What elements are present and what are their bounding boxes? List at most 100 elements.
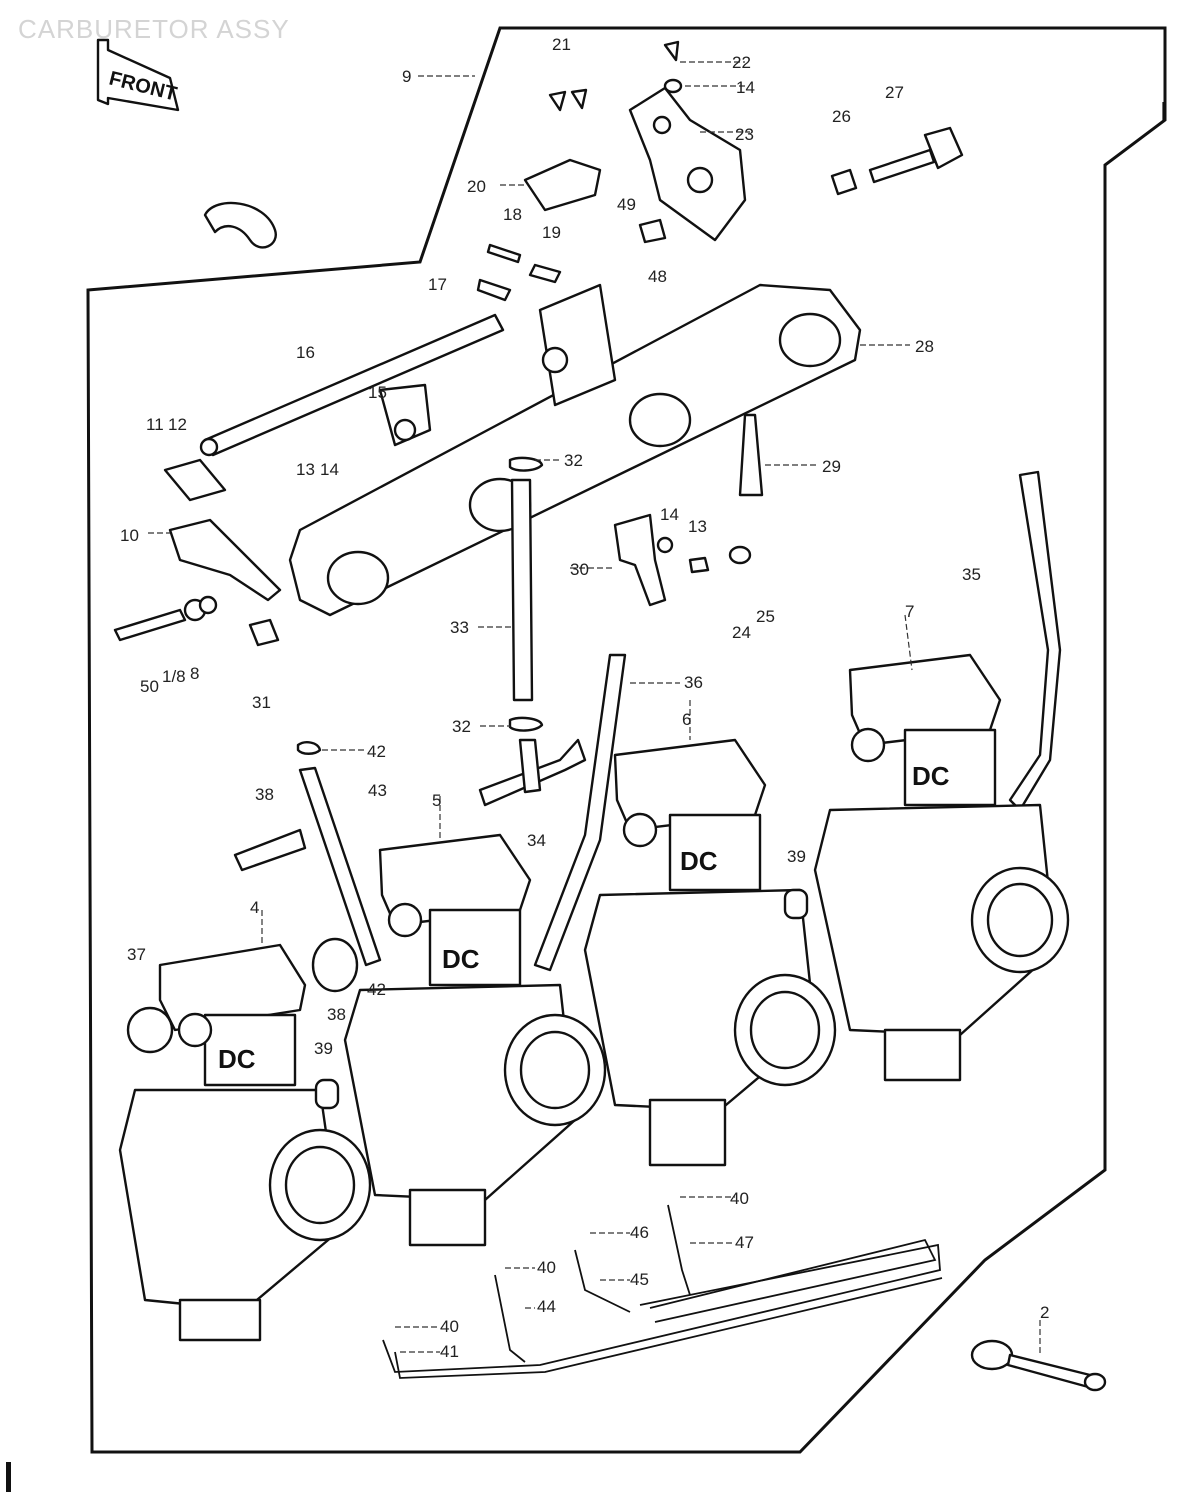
outline-frame (86, 26, 1167, 1454)
part-label-18: 18 (503, 205, 522, 224)
part-label-10: 10 (120, 526, 139, 545)
part-label-40: 40 (730, 1189, 749, 1208)
carburetor-5 (343, 833, 607, 1247)
adjuster-screw-part (830, 126, 964, 196)
part-label-17: 17 (428, 275, 447, 294)
part-label-47: 47 (735, 1233, 754, 1252)
part-label-42b: 42 (367, 980, 386, 999)
part-label-38: 38 (255, 785, 274, 804)
part-label-9: 9 (402, 67, 411, 86)
part-label-4: 4 (250, 898, 259, 917)
part-label-46: 46 (630, 1223, 649, 1242)
part-label-11: 11 (146, 415, 164, 434)
part-label-49: 49 (617, 195, 636, 214)
part-label-12: 12 (168, 415, 187, 434)
lever-part (163, 458, 227, 502)
fuel-tube-part (510, 478, 534, 702)
carb-brand-mark: DC (442, 944, 480, 974)
nut-part (656, 536, 674, 554)
grommet-part (311, 937, 359, 993)
ring-part (296, 741, 322, 755)
idle-screw-part (113, 595, 218, 642)
bolt-part (248, 618, 280, 647)
ring-part (508, 716, 544, 732)
carburetor-7 (813, 653, 1070, 1082)
part-label-16: 16 (296, 343, 315, 362)
part-label-43: 43 (368, 781, 387, 800)
part-label-6: 6 (682, 710, 691, 729)
part-label-24: 24 (732, 623, 751, 642)
bracket-part (613, 513, 667, 607)
part-label-39b: 39 (314, 1039, 333, 1058)
throttle-shaft-part (199, 313, 505, 457)
part-label-39: 39 (787, 847, 806, 866)
corner-mark (6, 1462, 11, 1492)
plate-part (970, 1339, 1107, 1392)
throttle-lever-part (168, 518, 282, 602)
overflow-tube-part (1008, 470, 1062, 812)
fuel-hose-part (533, 653, 627, 972)
part-label-26: 26 (832, 107, 851, 126)
part-label-29: 29 (822, 457, 841, 476)
part-label-2: 2 (1040, 1303, 1049, 1322)
tee-fitting-part (478, 738, 587, 807)
leader-lines (148, 61, 1041, 1355)
part-label-35: 35 (962, 565, 981, 584)
part-label-19: 19 (542, 223, 561, 242)
part-label-34: 34 (527, 831, 546, 850)
cap-part (728, 545, 752, 565)
part-label-33: 33 (450, 618, 469, 637)
part-label-48: 48 (648, 267, 667, 286)
part-label-27: 27 (885, 83, 904, 102)
part-label-41: 41 (440, 1342, 459, 1361)
carburetor-4 (118, 943, 372, 1342)
cap-part (314, 1078, 340, 1110)
part-label-40b: 40 (537, 1258, 556, 1277)
ring-part (508, 456, 544, 472)
part-label-5: 5 (432, 791, 441, 810)
part-label-36: 36 (684, 673, 703, 692)
cap-part (783, 888, 809, 920)
part-label-32b: 32 (452, 717, 471, 736)
carb-brand-mark: DC (218, 1044, 256, 1074)
diagram-title: CARBURETOR ASSY (18, 14, 290, 44)
nipple-part (233, 828, 307, 872)
part-label-13: 13 (688, 517, 707, 536)
part-label-40c: 40 (440, 1317, 459, 1336)
screw-parts (476, 40, 683, 302)
part-label-20: 20 (467, 177, 486, 196)
part-label-7: 7 (905, 602, 914, 621)
part-label-1-8: 1/8 (162, 667, 186, 686)
choke-bracket-part (628, 86, 747, 242)
part-label-42: 42 (367, 742, 386, 761)
clamp-part (203, 201, 277, 249)
part-label-21: 21 (552, 35, 571, 54)
part-label-14b: 14 (660, 505, 679, 524)
part-label-8: 8 (190, 664, 199, 683)
part-label-13-14: 13 (296, 460, 315, 479)
vent-tube-part (298, 766, 382, 967)
part-label-37: 37 (127, 945, 146, 964)
part-label-28: 28 (915, 337, 934, 356)
carb-brand-mark: DC (912, 761, 950, 791)
carburetor-6 (583, 738, 837, 1167)
part-label-44: 44 (537, 1297, 556, 1316)
part-label-38b: 38 (327, 1005, 346, 1024)
drain-hoses-part (382, 1204, 943, 1379)
part-label-32: 32 (564, 451, 583, 470)
part-label-30: 30 (570, 560, 589, 579)
part-label-22: 22 (732, 53, 751, 72)
link-lever-part (523, 158, 602, 212)
part-label-25: 25 (756, 607, 775, 626)
part-label-31: 31 (252, 693, 271, 712)
spring-part (738, 413, 764, 497)
part-label-14: 14 (736, 78, 755, 97)
part-label-50: 50 (140, 677, 159, 696)
part-label-14c: 14 (320, 460, 339, 479)
part-label-45: 45 (630, 1270, 649, 1289)
front-arrow-icon: FRONT (96, 38, 180, 112)
part-label-15: 15 (368, 383, 387, 402)
part-label-23: 23 (735, 125, 754, 144)
carb-brand-mark: DC (680, 846, 718, 876)
